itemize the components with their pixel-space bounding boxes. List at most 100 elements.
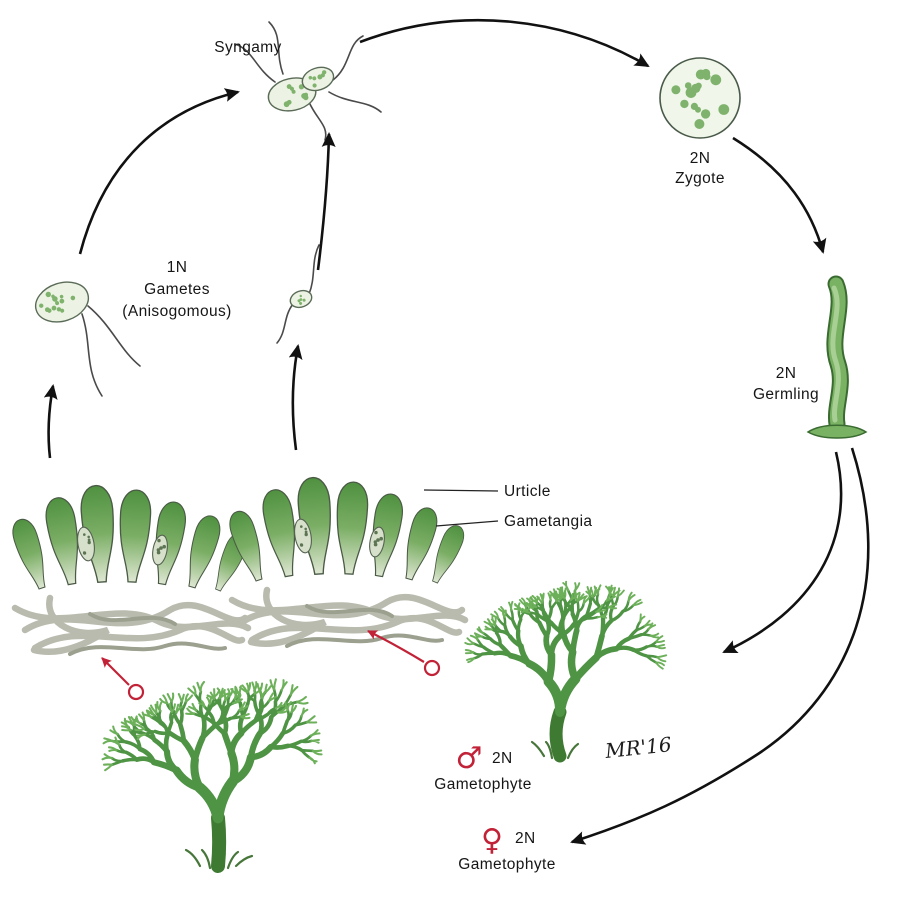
cell-speckle (299, 301, 303, 305)
alga-branch-level-7 (464, 580, 668, 670)
syngamy-cell (234, 21, 382, 141)
cell-speckle (376, 538, 380, 542)
stolon (21, 601, 249, 634)
holdfast-tufts (184, 740, 580, 870)
red-arrow-female-to-utricles (101, 657, 130, 686)
stolon (88, 612, 177, 626)
arrow-germling-to-male-gametophyte (722, 451, 843, 654)
arrow-gamete-to-syngamy-center (316, 132, 336, 271)
flagellum (332, 35, 364, 81)
syngamy-label: Syngamy (214, 39, 281, 56)
chloroplast-speckles (297, 294, 306, 305)
flagellum (81, 313, 103, 397)
holdfast-tuft (184, 848, 254, 870)
stolon (248, 614, 463, 644)
labels-layer: Syngamy 2N Zygote 2N Germling 1N Gametes… (122, 39, 819, 873)
utricle-callout-label: Urticle (504, 483, 551, 500)
red-arrow-male-to-utricles (367, 630, 425, 663)
alga-branch-level-5 (121, 699, 304, 763)
stolon (305, 604, 394, 618)
zygote-cell (659, 57, 741, 139)
cell-speckle (373, 542, 378, 547)
cell-speckle (308, 75, 313, 80)
utricle-cluster-left (11, 484, 252, 656)
origin-circle-male (423, 659, 441, 677)
alga-branch-level-2 (525, 648, 600, 686)
gamete-body (289, 289, 313, 309)
gametangia-leader-line (435, 520, 499, 527)
flagellum (87, 305, 141, 367)
gamete-cell-large (34, 281, 141, 397)
germling-highlight (830, 285, 841, 423)
flagellum (308, 244, 320, 295)
male-gametophyte-label: Gametophyte (434, 776, 531, 793)
cell-speckle (60, 308, 65, 313)
cell-speckle (300, 525, 303, 528)
utricles (229, 476, 465, 584)
female-symbol: ♀ (481, 823, 503, 858)
shapes-layer (11, 21, 868, 873)
gametangium-sac (77, 526, 95, 562)
cell-speckle (694, 119, 705, 129)
gametangium-sac (294, 518, 312, 554)
cell-speckle (83, 533, 86, 536)
alga-branch-level-6 (472, 589, 659, 664)
cell-speckle (87, 538, 91, 542)
cell-speckle (51, 294, 55, 299)
arrow-gamete-to-syngamy-left (78, 88, 240, 255)
cell-speckle (87, 535, 90, 539)
cell-speckle (312, 76, 317, 81)
gametangium (294, 518, 312, 554)
utricle-leader-line (423, 489, 499, 492)
gametangium (369, 526, 385, 558)
stolon (238, 593, 466, 626)
cell-speckle (59, 298, 65, 304)
alga-branch-level-4 (134, 712, 291, 765)
alga-branch-level-6 (110, 688, 315, 767)
stolon (31, 622, 246, 652)
cell-speckle (70, 295, 76, 301)
fusing-gamete-body-small (301, 66, 335, 92)
cell-speckle (299, 543, 303, 547)
female-ploidy-label: 2N (515, 830, 536, 847)
gametangium-sac (369, 526, 385, 558)
germling-label: Germling (753, 386, 819, 403)
chloroplast-speckles (283, 84, 309, 108)
flagellum (268, 21, 284, 75)
cell-speckle (303, 95, 309, 101)
holdfast-tuft (530, 740, 580, 760)
gamete-body (34, 281, 90, 323)
gametangium-sac (152, 534, 168, 566)
gametangia-callout-label: Gametangia (504, 513, 592, 530)
cell-speckle (157, 538, 161, 543)
flagellum (328, 91, 382, 113)
utricle (45, 497, 79, 586)
utricle (229, 510, 263, 582)
cell-speckle (56, 307, 62, 312)
cell-speckle (700, 109, 711, 119)
cell-speckle (312, 83, 317, 88)
cell-speckle (45, 291, 52, 298)
zygote-label: Zygote (675, 170, 725, 187)
alga-branch-level-1 (543, 673, 581, 717)
cell-speckle (695, 82, 702, 90)
gamete-cell-small (276, 244, 320, 344)
germling-holdfast (806, 424, 868, 439)
cell-speckle (299, 294, 302, 298)
utricle (262, 489, 296, 578)
artist-signature: MR'16 (603, 732, 673, 763)
cell-speckle (304, 532, 308, 537)
cell-speckle (291, 89, 296, 94)
cell-speckle (703, 73, 711, 81)
cell-speckle (156, 548, 160, 552)
germling-ploidy-label: 2N (776, 365, 797, 382)
stolon (285, 633, 444, 648)
cell-speckle (299, 298, 303, 301)
cell-speckle (321, 70, 327, 75)
cell-speckle (690, 102, 699, 110)
flagellum (308, 101, 327, 141)
arrow-utricles-to-gamete-center (288, 344, 303, 451)
utricles (12, 484, 248, 592)
